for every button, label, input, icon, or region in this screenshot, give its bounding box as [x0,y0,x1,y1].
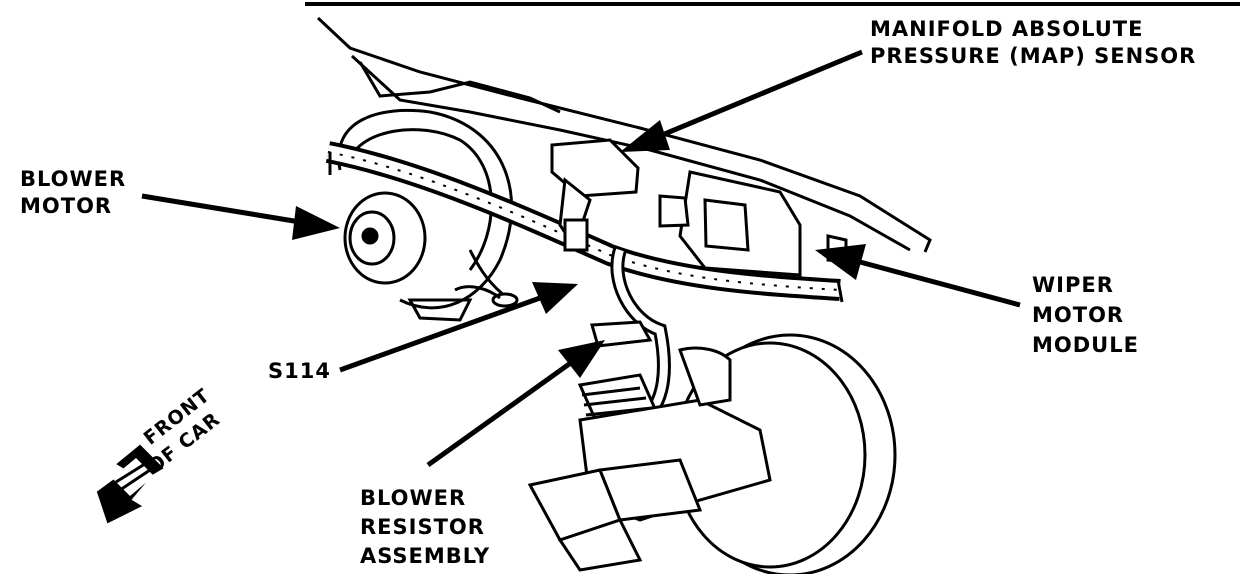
map-sensor-label: MANIFOLD ABSOLUTE PRESSURE (MAP) SENSOR [870,16,1196,70]
master-cylinder-shape [527,346,772,572]
map-sensor-label-line-1: MANIFOLD ABSOLUTE [870,17,1144,41]
blower-housing [337,108,514,322]
blower-resistor-label-line-1: BLOWER [360,486,467,510]
blower-motor-label-line-1: BLOWER [20,167,127,191]
blower-motor-label: BLOWER MOTOR [20,166,126,220]
s114-splice-shape [454,285,519,308]
map-sensor-shape [550,138,640,252]
map-sensor-label-line-2: PRESSURE (MAP) SENSOR [870,44,1197,68]
wiper-motor-module-label: WIPER MOTOR MODULE [1032,270,1139,360]
leader-arrows [96,49,1021,524]
wiper-motor-module-label-line-3: MODULE [1032,333,1139,357]
blower-motor-label-line-2: MOTOR [20,194,113,218]
blower-resistor-arrow [426,359,574,468]
wiper-motor-module-shape [658,170,848,277]
s114-label-text: S114 [268,359,331,383]
map-sensor-arrow [649,49,863,143]
blower-motor-shape [343,191,427,285]
wiper-motor-module-label-line-2: MOTOR [1032,303,1125,327]
blower-resistor-label-line-2: RESISTOR [360,515,485,539]
s114-arrow [339,295,541,373]
s114-label: S114 [268,358,331,385]
front-of-car-arrow [96,444,164,524]
blower-resistor-label-line-3: ASSEMBLY [360,544,491,568]
wiper-module-arrow [859,259,1021,308]
wiper-motor-module-label-line-1: WIPER [1032,273,1114,297]
blower-resistor-label: BLOWER RESISTOR ASSEMBLY [360,484,490,571]
blower-motor-arrow [141,193,301,225]
